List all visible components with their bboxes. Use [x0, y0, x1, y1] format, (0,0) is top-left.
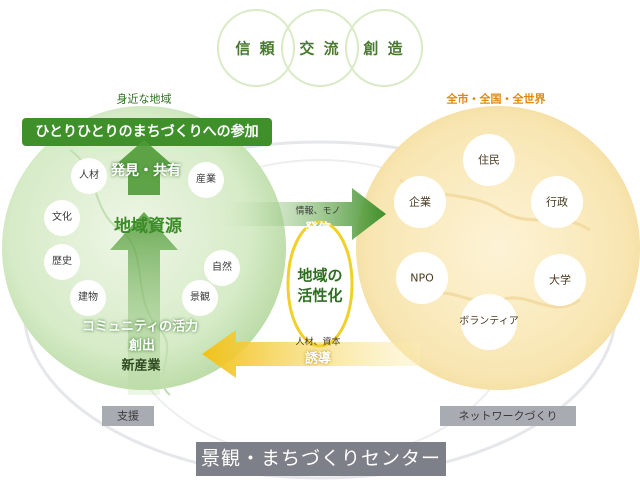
- resource-buildings-label: 建物: [78, 292, 98, 303]
- actor-companies-label: 企業: [409, 195, 431, 209]
- value-creation-label: 創 造: [363, 39, 405, 58]
- outgoing-label: 発信: [304, 221, 332, 237]
- incoming-arrow: [202, 330, 420, 378]
- resource-people-label: 人材: [79, 170, 99, 181]
- up-arrow: [110, 212, 178, 395]
- actor-residents-label: 住民: [478, 153, 500, 167]
- community-vitality-label: コミュニティの活力: [81, 319, 199, 335]
- center-name-title: 景観・まちづくりセンター: [200, 447, 442, 470]
- vitalization-ellipse: [286, 220, 354, 348]
- resource-culture-label: 文化: [52, 212, 72, 223]
- vitalization-line-2: 活性化: [297, 286, 343, 305]
- support-box: [102, 406, 154, 426]
- network-box: [440, 406, 576, 426]
- network-building-label: ネットワークづくり: [458, 409, 558, 423]
- incoming-label: 誘導: [304, 351, 332, 367]
- resource-node-landscape: [182, 280, 218, 316]
- actor-university-label: 大学: [549, 273, 571, 287]
- new-industry-label: 新産業: [121, 358, 161, 374]
- value-exchange-label: 交 流: [299, 39, 341, 58]
- support-label: 支援: [117, 409, 139, 423]
- resource-node-history: [44, 244, 80, 280]
- actor-npo-label: NPO: [410, 271, 434, 285]
- value-circle-exchange: [281, 9, 359, 87]
- outgoing-items-label: 情報、モノ: [295, 206, 341, 217]
- resource-node-buildings: [70, 280, 106, 316]
- upper-arrow: [112, 140, 176, 195]
- vitalization-line-1: 地域の: [297, 266, 343, 285]
- discover-share-label: 発見・共有: [111, 163, 181, 179]
- participation-label: ひとりひとりのまちづくりへの参加: [35, 124, 259, 140]
- local-resources-title: 地域資源: [114, 216, 182, 237]
- resource-node-people: [71, 158, 107, 194]
- outgoing-arrow: [225, 188, 386, 240]
- actor-node-npo: [396, 252, 448, 304]
- participation-banner: [22, 118, 272, 146]
- actor-volunteers-label: ボランティア: [459, 316, 519, 327]
- actor-node-residents: [463, 134, 515, 186]
- value-circle-trust: [217, 9, 295, 87]
- incoming-items-label: 人材、資本: [295, 337, 341, 348]
- resource-node-culture: [44, 200, 80, 236]
- actor-node-government: [531, 176, 583, 228]
- actor-government-label: 行政: [546, 195, 568, 209]
- resource-node-industry: [188, 162, 224, 198]
- actor-node-volunteers: [461, 294, 517, 350]
- actor-node-university: [534, 254, 586, 306]
- resource-history-label: 歴史: [52, 256, 72, 267]
- center-name-box: [196, 442, 446, 476]
- resource-nature-label: 自然: [212, 262, 232, 273]
- resource-node-nature: [204, 250, 240, 286]
- create-label: 創出: [128, 338, 156, 354]
- value-circle-creation: [345, 9, 423, 87]
- actor-node-companies: [394, 176, 446, 228]
- global-scope-title: 全市・全国・全世界: [446, 92, 546, 106]
- value-trust-label: 信 頼: [235, 39, 277, 58]
- resource-landscape-label: 景観: [190, 292, 210, 303]
- local-area-title: 身近な地域: [116, 92, 172, 106]
- resource-industry-label: 産業: [196, 174, 216, 185]
